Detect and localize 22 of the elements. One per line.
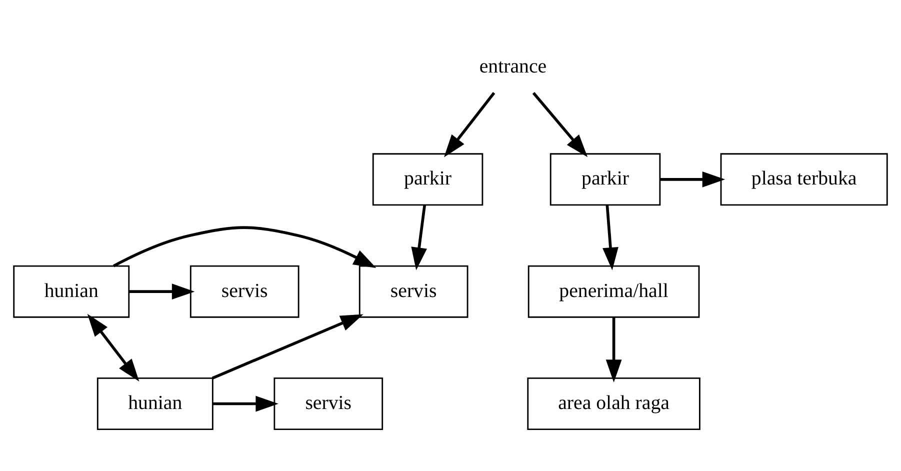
arrow bbox=[444, 92, 496, 158]
node-box: hunian bbox=[13, 265, 130, 318]
arrow bbox=[128, 284, 195, 300]
node-text: entrance bbox=[479, 55, 547, 78]
arrow bbox=[532, 92, 588, 158]
node-box: servis bbox=[190, 265, 300, 318]
node-box: servis bbox=[358, 265, 468, 318]
arrow bbox=[87, 314, 140, 382]
arrow bbox=[112, 226, 376, 268]
arrow bbox=[660, 171, 726, 188]
node-box: servis bbox=[274, 378, 384, 430]
arrow bbox=[212, 396, 278, 412]
node-box: penerima/hall bbox=[528, 265, 700, 318]
node-box: parkir bbox=[372, 153, 484, 206]
node-box: plasa terbuka bbox=[720, 153, 888, 206]
node-box: hunian bbox=[96, 378, 214, 430]
arrow bbox=[606, 317, 622, 382]
node-box: area olah raga bbox=[527, 378, 700, 430]
arrow bbox=[411, 204, 427, 270]
node-box: parkir bbox=[550, 153, 661, 206]
arrow bbox=[602, 204, 618, 270]
arrow bbox=[212, 314, 364, 380]
